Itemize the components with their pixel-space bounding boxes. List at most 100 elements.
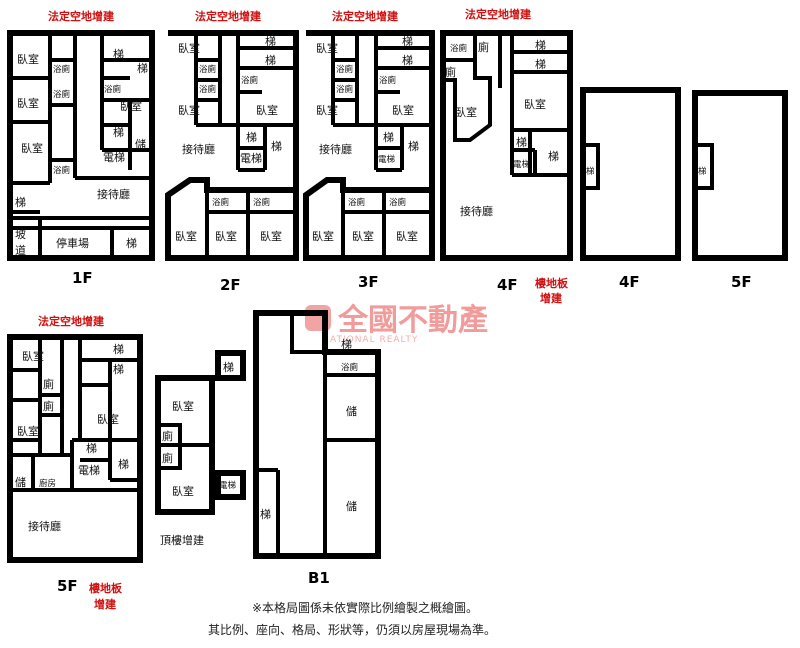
- room-bath-1-4f: 浴廁: [450, 43, 468, 54]
- room-stair-5f-shell: 梯: [698, 166, 707, 177]
- room-stair-2-5f: 梯: [113, 363, 124, 376]
- floor-label-4f-b: 4F: [619, 273, 640, 291]
- room-reception-5f: 接待廳: [28, 519, 61, 533]
- room-stair-1-4f: 梯: [535, 39, 546, 52]
- room-bedroom-2: 臥室: [17, 96, 39, 110]
- room-elevator-rooftop: 電梯: [219, 480, 237, 491]
- room-stair-2-2f: 梯: [265, 54, 276, 67]
- plan-2f: 法定空地增建 臥室 浴廁 浴廁 臥室 梯 梯 浴廁 臥室 接待廳 梯 梯 電梯 …: [165, 9, 299, 294]
- room-stair-3-3f: 梯: [383, 131, 394, 144]
- plan-3f: 法定空地增建 臥室 浴廁 浴廁 臥室 梯 梯 浴廁 臥室 接待廳 梯 梯 電梯 …: [303, 9, 435, 291]
- room-bedroom-3-5f: 臥室: [97, 412, 119, 426]
- plan-5f-shell: 梯 5F: [692, 90, 788, 291]
- room-bedroom-2-5f: 臥室: [17, 424, 39, 438]
- room-bedroom-5-2f: 臥室: [215, 229, 237, 243]
- room-stair-5: 梯: [126, 237, 137, 250]
- room-elevator-3f: 電梯: [378, 154, 396, 165]
- legal-space-label-5f: 法定空地增建: [38, 314, 105, 328]
- room-bath-3-2f: 浴廁: [241, 75, 259, 86]
- room-bath-1-2f: 浴廁: [199, 64, 217, 75]
- room-stair-3-2f: 梯: [246, 131, 257, 144]
- room-stair-1-2f: 梯: [265, 35, 276, 48]
- room-toilet-1-5f: 廁: [43, 377, 54, 391]
- room-stair-1-3f: 梯: [402, 35, 413, 48]
- room-reception-3f: 接待廳: [319, 142, 352, 156]
- room-bedroom-2-3f: 臥室: [316, 103, 338, 117]
- plan-4f-main: 法定空地增建 浴廁 廁 廁 臥室 梯 梯 臥室 梯 梯 電梯 接待廳 樓地板 增…: [440, 7, 573, 305]
- room-stair-2: 梯: [137, 62, 148, 75]
- floor-label-5f-a: 5F: [57, 577, 78, 595]
- room-ramp-bottom: 道: [15, 243, 26, 257]
- room-toilet-1-4f: 廁: [478, 40, 489, 54]
- room-bath-5-2f: 浴廁: [253, 197, 271, 208]
- room-stair-4: 梯: [15, 196, 26, 209]
- room-stair-b1: 梯: [341, 338, 352, 351]
- room-elevator-4f: 電梯: [513, 159, 531, 170]
- addition-label-5f: 增建: [94, 597, 117, 611]
- disclaimer-line-1: ※本格局圖係未依實際比例繪製之概繪圖。: [252, 600, 478, 615]
- rooftop-addition-label: 頂樓增建: [160, 533, 204, 547]
- room-bedroom-1-5f: 臥室: [22, 349, 44, 363]
- room-stair-4-4f: 梯: [548, 150, 559, 163]
- floor-slab-label-4f: 樓地板: [535, 276, 569, 290]
- room-bath-4-2f: 浴廁: [212, 197, 230, 208]
- room-stair-2-b1: 梯: [260, 508, 271, 521]
- room-elevator-2f: 電梯: [240, 152, 262, 165]
- plan-4f-shell: 梯 4F: [580, 87, 681, 291]
- floor-slab-label-5f: 樓地板: [89, 581, 123, 595]
- room-stair-rooftop: 梯: [223, 361, 234, 374]
- room-reception-4f: 接待廳: [460, 204, 493, 218]
- room-toilet-2-5f: 廁: [43, 399, 54, 413]
- legal-space-label-1f: 法定空地增建: [48, 9, 115, 23]
- floor-label-1f: 1F: [72, 269, 93, 287]
- room-bedroom-3-2f: 臥室: [256, 103, 278, 117]
- room-bath-5-3f: 浴廁: [389, 197, 407, 208]
- legal-space-label-2f: 法定空地增建: [195, 9, 262, 23]
- room-bedroom-1-rooftop: 臥室: [172, 399, 194, 413]
- watermark-name: 全國不動產: [337, 303, 488, 338]
- room-bedroom-3: 臥室: [21, 141, 43, 155]
- room-bedroom-4-3f: 臥室: [312, 229, 334, 243]
- room-bedroom-5-3f: 臥室: [352, 229, 374, 243]
- floor-label-4f-a: 4F: [497, 276, 518, 294]
- floor-label-5f-b: 5F: [731, 273, 752, 291]
- room-bath-4: 浴廁: [104, 84, 122, 95]
- room-bedroom-2-2f: 臥室: [178, 103, 200, 117]
- room-stair-3-4f: 梯: [516, 136, 527, 149]
- room-parking: 停車場: [56, 236, 89, 250]
- plan-rooftop: 臥室 廁 廁 臥室 梯 電梯 頂樓增建: [155, 350, 246, 547]
- room-stair-2-4f: 梯: [535, 58, 546, 71]
- room-bedroom-1-2f: 臥室: [178, 41, 200, 55]
- room-bath-b1: 浴廁: [341, 362, 359, 373]
- watermark-subtitle: ATIONAL REALTY: [330, 335, 418, 345]
- room-bedroom-6-2f: 臥室: [260, 229, 282, 243]
- plan-5f-main: 法定空地增建 臥室 廁 廁 臥室 梯 梯 臥室 梯 梯 電梯 儲 廚房 接待廳 …: [7, 314, 143, 611]
- room-storage-5f: 儲: [15, 476, 26, 489]
- room-bedroom-1: 臥室: [17, 52, 39, 66]
- room-stair-4-3f: 梯: [408, 140, 419, 153]
- room-bedroom-6-3f: 臥室: [396, 229, 418, 243]
- room-stair-3: 梯: [113, 126, 124, 139]
- legal-space-label-3f: 法定空地增建: [332, 9, 399, 23]
- room-bath-1: 浴廁: [53, 64, 71, 75]
- room-elevator-5f: 電梯: [78, 464, 100, 477]
- room-toilet-1-rooftop: 廁: [162, 429, 173, 443]
- room-bedroom-1-3f: 臥室: [316, 41, 338, 55]
- room-toilet-2-4f: 廁: [445, 65, 456, 79]
- room-reception-2f: 接待廳: [182, 142, 215, 156]
- room-elevator: 電梯: [103, 151, 125, 164]
- addition-label-4f: 增建: [540, 291, 563, 305]
- room-kitchen-5f: 廚房: [39, 478, 56, 489]
- room-stair-3-5f: 梯: [86, 442, 97, 455]
- room-storage-1-b1: 儲: [346, 405, 357, 418]
- room-bath-3: 浴廁: [53, 165, 71, 176]
- disclaimer-line-2: 其比例、座向、格局、形狀等，仍須以房屋現場為準。: [208, 622, 496, 637]
- room-bath-3-3f: 浴廁: [379, 75, 397, 86]
- room-toilet-2-rooftop: 廁: [162, 451, 173, 465]
- floor-label-3f: 3F: [358, 273, 379, 291]
- legal-space-label-4f: 法定空地增建: [465, 7, 532, 21]
- room-ramp-top: 坡: [15, 228, 26, 241]
- room-bath-2: 浴廁: [53, 89, 71, 100]
